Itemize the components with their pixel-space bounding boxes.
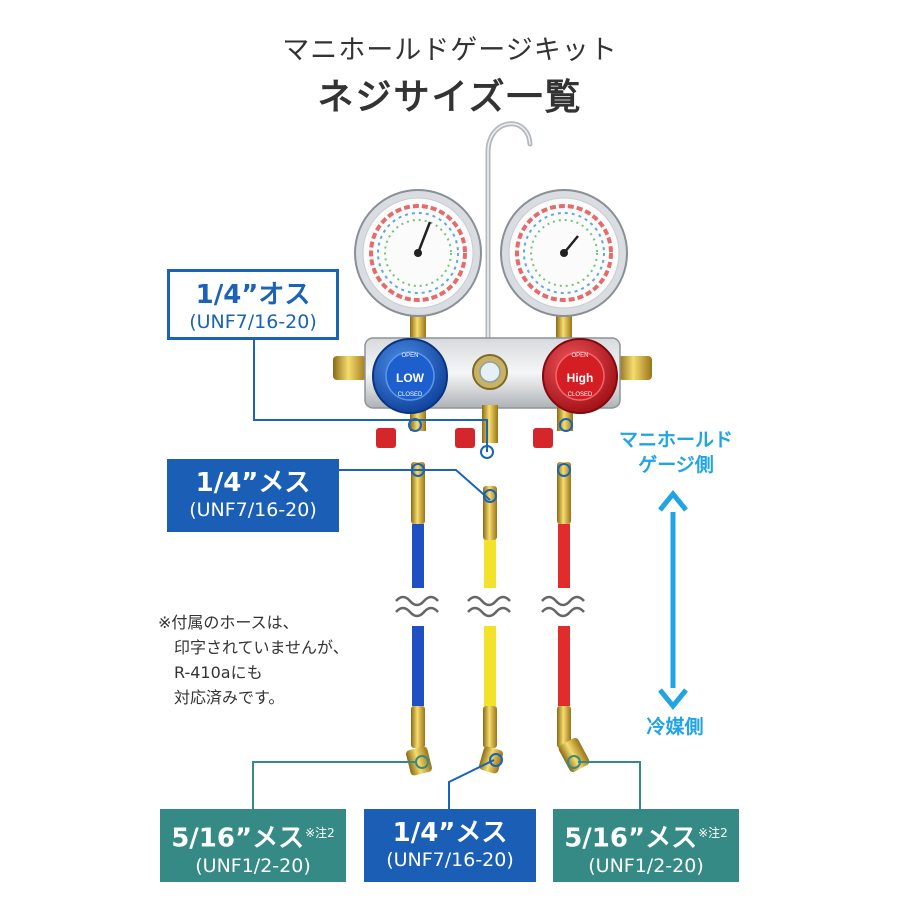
bottom-left-note: ※注2	[305, 826, 335, 840]
low-pressure-gauge	[354, 189, 482, 345]
hose-red	[557, 462, 590, 772]
note-line-1: ※付属のホースは、	[158, 613, 299, 632]
male-port-thread: (UNF7/16-20)	[189, 311, 317, 333]
bottom-center-thread: (UNF7/16-20)	[386, 849, 514, 871]
hose-note: ※付属のホースは、 印字されていませんが、 R-410aにも 対応済みです。	[158, 610, 408, 710]
male-port-label: 1/4”オス (UNF7/16-20)	[167, 269, 339, 340]
knob-high-text: High	[567, 371, 594, 385]
bottom-right-thread: (UNF1/2-20)	[588, 854, 704, 877]
manifold-side-label: マニホールド ゲージ側	[604, 428, 748, 478]
high-knob	[542, 338, 618, 414]
break-marks	[395, 595, 585, 618]
male-port-size: 1/4”オス	[195, 280, 311, 310]
knob-closed-text: CLOSED	[398, 392, 423, 398]
female-top-thread: (UNF7/16-20)	[189, 499, 317, 521]
refrigerant-side-label: 冷媒側	[646, 716, 704, 738]
bottom-center-size: 1/4”メス	[392, 818, 508, 848]
bottom-right-note: ※注2	[698, 826, 728, 840]
knob-open-text: OPEN	[571, 353, 588, 359]
high-pressure-gauge	[500, 189, 628, 345]
title-line-1: マニホールドゲージキット	[282, 35, 618, 66]
manifold-side-line-1: マニホールド	[618, 429, 733, 451]
bottom-right-size: 5/16”メス	[564, 823, 698, 854]
note-line-3: R-410aにも	[174, 663, 263, 682]
note-line-4: 対応済みです。	[174, 688, 285, 707]
female-top-label: 1/4”メス (UNF7/16-20)	[167, 459, 339, 532]
knob-closed-text: CLOSED	[568, 392, 593, 398]
hose-yellow	[479, 486, 503, 774]
female-top-size: 1/4”メス	[195, 468, 311, 498]
title-line-2: ネジサイズ一覧	[317, 77, 583, 118]
bottom-left-label: 5/16”メス※注2 (UNF1/2-20)	[160, 809, 346, 882]
bottom-right-label: 5/16”メス※注2 (UNF1/2-20)	[553, 809, 739, 882]
knob-low-text: LOW	[396, 371, 425, 385]
double-arrow-icon	[658, 490, 688, 710]
note-line-2: 印字されていませんが、	[174, 638, 349, 657]
bottom-left-size: 5/16”メス	[171, 823, 305, 854]
low-knob	[372, 338, 448, 414]
bottom-left-thread: (UNF1/2-20)	[195, 854, 311, 877]
callout-lines	[252, 340, 641, 809]
hose-blue	[406, 462, 432, 776]
knob-open-text: OPEN	[401, 353, 418, 359]
bottom-center-label: 1/4”メス (UNF7/16-20)	[364, 809, 536, 882]
manifold-side-line-2: ゲージ側	[638, 454, 714, 476]
